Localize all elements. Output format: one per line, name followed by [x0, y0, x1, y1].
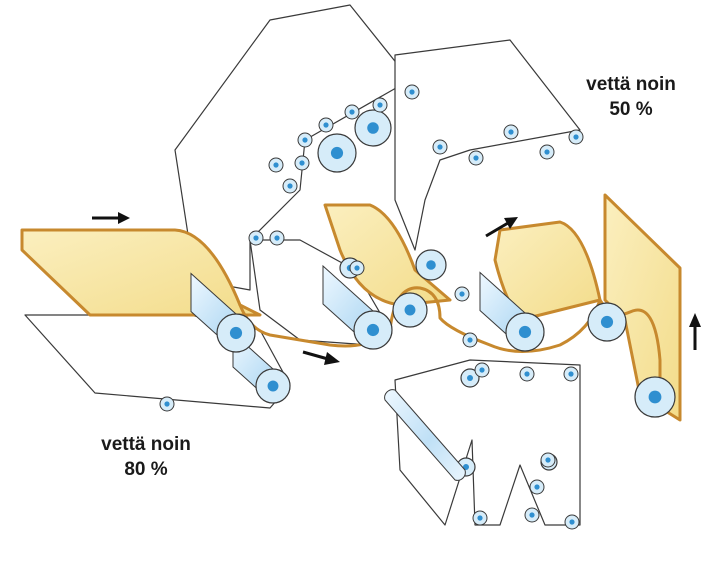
- guide-roll-hub: [534, 484, 540, 490]
- guide-roll-hub: [323, 122, 329, 128]
- guide-roll-hub: [409, 89, 415, 95]
- guide-roll-hub: [273, 162, 279, 168]
- guide-roll-hub: [529, 512, 535, 518]
- guide-roll-hub: [354, 265, 360, 271]
- roll-hub: [467, 375, 473, 381]
- roll-hub: [600, 315, 614, 329]
- water-out-line1: vettä noin: [586, 74, 676, 95]
- water-out-line2: 50 %: [609, 99, 653, 120]
- arrow-right-icon: [485, 217, 518, 238]
- water-in-line2: 80 %: [124, 459, 168, 480]
- roll-hub: [463, 464, 469, 470]
- guide-roll-hub: [302, 137, 308, 143]
- water-in-line1: vettä noin: [101, 434, 191, 455]
- guide-roll-hub: [287, 183, 293, 189]
- guide-roll-hub: [573, 134, 579, 140]
- roll-hub: [426, 260, 436, 270]
- guide-roll-hub: [544, 149, 550, 155]
- guide-roll-hub: [569, 519, 575, 525]
- arrow-up-icon: [689, 313, 701, 350]
- guide-roll-hub: [253, 235, 259, 241]
- suction-roll: [384, 389, 466, 481]
- roll-hub: [229, 326, 243, 340]
- guide-roll-hub: [274, 235, 280, 241]
- roll-hub: [404, 304, 416, 316]
- guide-roll-hub: [299, 160, 305, 166]
- roll-hub: [367, 122, 379, 134]
- guide-roll-hub: [524, 371, 530, 377]
- guide-roll-hub: [477, 515, 483, 521]
- roll-hub: [330, 146, 344, 160]
- guide-roll-hub: [377, 102, 383, 108]
- guide-roll-hub: [467, 337, 473, 343]
- roll-hub: [366, 323, 380, 337]
- guide-roll-hub: [473, 155, 479, 161]
- roll-hub: [518, 325, 532, 339]
- felt-top-right: [394, 39, 581, 251]
- guide-roll-hub: [568, 371, 574, 377]
- guide-roll-hub: [459, 291, 465, 297]
- roll-hub: [267, 380, 279, 392]
- guide-roll-hub: [349, 109, 355, 115]
- guide-roll-hub: [479, 367, 485, 373]
- guide-roll-hub: [545, 457, 551, 463]
- guide-roll-hub: [164, 401, 170, 407]
- arrow-right-icon: [302, 350, 340, 365]
- guide-roll-hub: [508, 129, 514, 135]
- arrow-right-icon: [92, 212, 130, 224]
- guide-roll-hub: [437, 144, 443, 150]
- water-content-out-label: vettä noin 50 %: [576, 72, 686, 122]
- water-content-in-label: vettä noin 80 %: [86, 432, 206, 482]
- roll-hub: [648, 390, 662, 404]
